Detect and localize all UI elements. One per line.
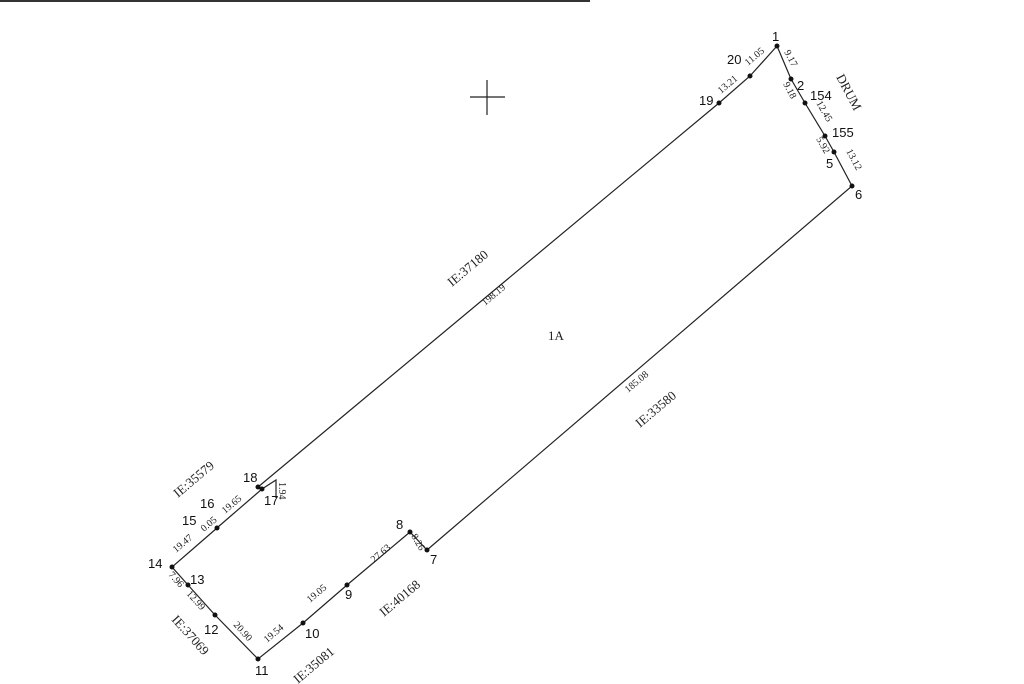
boundary-point-marker <box>716 100 722 106</box>
point-5: 5 <box>826 156 833 171</box>
point-labels: 1 2 154 155 5 6 7 8 9 10 11 12 13 14 15 … <box>148 29 862 678</box>
boundary-point-marker <box>214 525 220 531</box>
point-7: 7 <box>430 552 437 567</box>
boundary-point-marker <box>849 183 855 189</box>
segment-lengths: 9.17 9.18 12.45 5.92 13.12 185.08 8.26 2… <box>166 46 864 646</box>
segment-length-label: 7.96 <box>166 570 186 590</box>
point-8: 8 <box>396 517 403 532</box>
point-10: 10 <box>305 626 319 641</box>
boundary-point-marker <box>255 656 261 662</box>
boundary-points <box>169 43 855 662</box>
point-6: 6 <box>855 187 862 202</box>
segment-length-label: 19.47 <box>171 532 195 555</box>
neighbor-ie-35579: IE:35579 <box>170 458 217 501</box>
point-20: 20 <box>727 52 741 67</box>
point-2: 2 <box>797 78 804 93</box>
boundary-point-marker <box>212 612 218 618</box>
point-11: 11 <box>255 663 269 678</box>
segment-length-label: 13.21 <box>716 73 740 96</box>
boundary-point-marker <box>424 547 430 553</box>
segment-length-label: 1.94 <box>276 482 287 500</box>
segment-length-label: 20.90 <box>231 620 254 644</box>
boundary-point-marker <box>774 43 780 49</box>
boundary-point-marker <box>788 76 794 82</box>
segment-length-label: 19.05 <box>305 582 329 605</box>
point-15: 15 <box>182 513 196 528</box>
segment-length-label: 8.26 <box>408 532 426 553</box>
point-18: 18 <box>243 470 257 485</box>
road-label: DRUM <box>833 71 865 113</box>
neighbor-ie-40168: IE:40168 <box>376 577 423 620</box>
boundary-point-marker <box>169 564 175 570</box>
segment-length-label: 185.08 <box>623 369 651 395</box>
parcel-boundary <box>171 45 853 660</box>
boundary-point-marker <box>407 529 413 535</box>
segment-length-label: 12.99 <box>184 589 207 613</box>
segment-length-label: 9.18 <box>780 80 798 101</box>
offset-mark <box>261 478 277 498</box>
boundary-point-marker <box>831 149 837 155</box>
boundary-point-marker <box>300 620 306 626</box>
segment-length-label: 13.12 <box>843 147 863 172</box>
boundary-point-marker <box>255 484 261 490</box>
segment-length-label: 19.65 <box>220 493 244 516</box>
boundary-point-marker <box>259 486 265 492</box>
boundary-point-marker <box>185 582 191 588</box>
crosshair-icon <box>470 80 505 115</box>
point-1: 1 <box>772 29 779 44</box>
point-17: 17 <box>264 493 278 508</box>
neighbor-ie-35081: IE:35081 <box>290 644 337 684</box>
segment-length-label: 11.05 <box>743 46 767 69</box>
point-154: 154 <box>810 88 832 103</box>
point-19: 19 <box>699 93 713 108</box>
point-13: 13 <box>190 572 204 587</box>
point-12: 12 <box>204 622 218 637</box>
point-155: 155 <box>832 125 854 140</box>
segment-length-label: 0.05 <box>199 515 219 535</box>
boundary-point-marker <box>747 73 753 79</box>
point-14: 14 <box>148 556 162 571</box>
point-16: 16 <box>200 496 214 511</box>
point-9: 9 <box>345 587 352 602</box>
segment-length-label: 27.63 <box>369 542 393 565</box>
segment-length-label: 5.92 <box>813 135 831 156</box>
boundary-point-marker <box>802 100 808 106</box>
segment-length-label: 198.19 <box>480 282 508 308</box>
boundary-point-marker <box>344 582 350 588</box>
neighbor-ie-37180: IE:37180 <box>444 247 491 290</box>
segment-length-label: 9.17 <box>781 48 799 69</box>
neighbor-ie-33580: IE:33580 <box>632 388 679 431</box>
parcel-label: 1A <box>548 328 565 343</box>
segment-length-label: 19.54 <box>262 622 286 645</box>
boundary-point-marker <box>822 133 828 139</box>
